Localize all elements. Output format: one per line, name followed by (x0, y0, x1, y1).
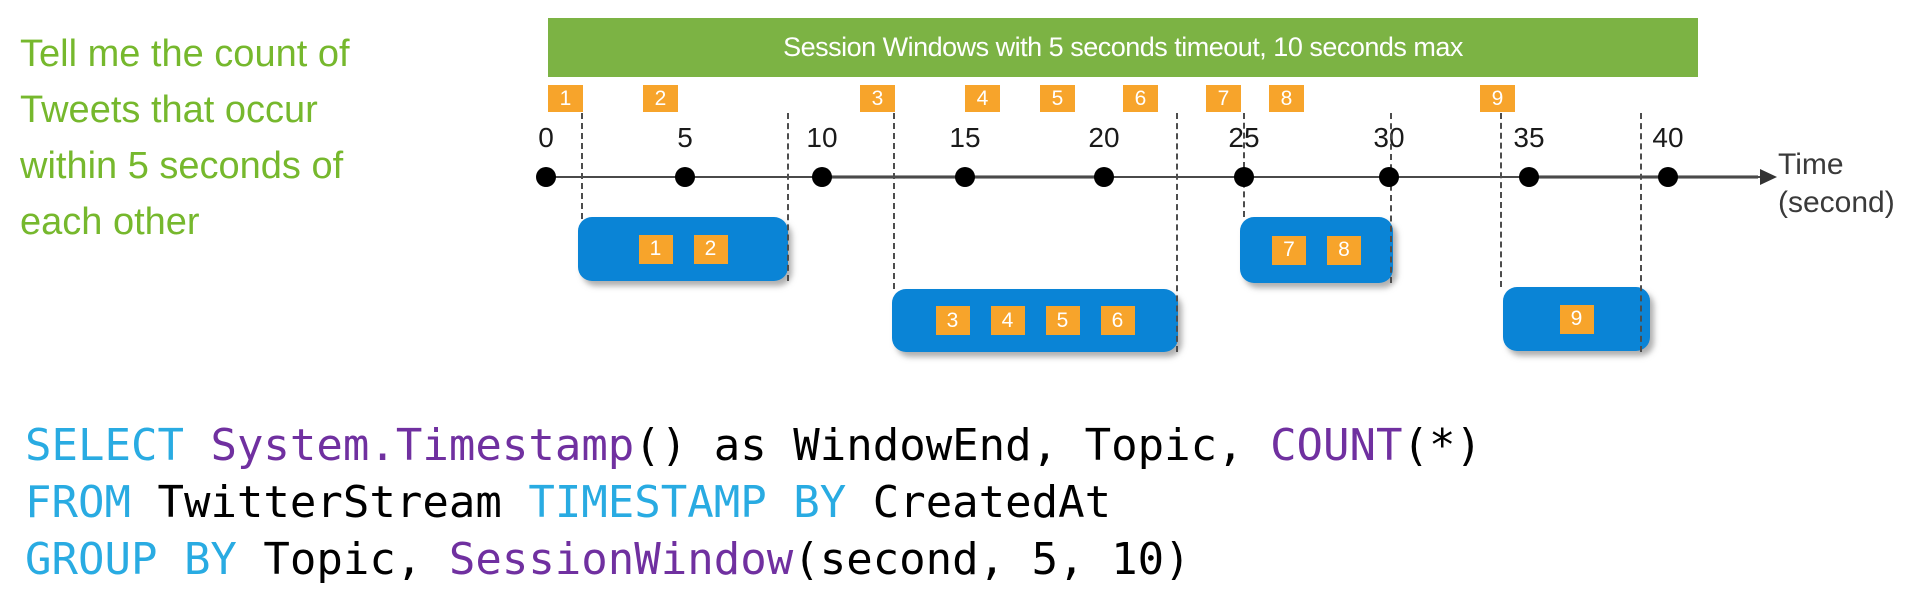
session-window-boundary (1176, 113, 1178, 352)
time-axis-label-line1: Time (1778, 148, 1844, 181)
event-marker: 9 (1480, 85, 1515, 112)
session-event-chip: 9 (1559, 304, 1594, 334)
tick-label: 30 (1373, 122, 1405, 153)
timeline-dot (1094, 167, 1114, 187)
code-token: (*) (1402, 420, 1482, 471)
code-token: SessionWindow (448, 534, 794, 585)
timeline-dot (675, 167, 695, 187)
event-marker: 8 (1269, 85, 1304, 112)
event-marker: 3 (860, 85, 895, 112)
session-window-boundary (581, 113, 583, 219)
banner-label: Session Windows with 5 seconds timeout, … (783, 32, 1463, 62)
event-marker: 7 (1206, 85, 1241, 112)
tick-label: 35 (1513, 122, 1545, 153)
timeline-dot (955, 167, 975, 187)
sql-code: SELECT System.Timestamp() as WindowEnd, … (25, 417, 1482, 588)
event-marker: 6 (1123, 85, 1158, 112)
session-window-banner: Session Windows with 5 seconds timeout, … (548, 18, 1698, 77)
code-token: TIMESTAMP BY (528, 477, 847, 528)
session-window-boundary (787, 113, 789, 281)
code-token: GROUP BY (25, 534, 237, 585)
session-window-boundary (1640, 113, 1642, 352)
time-axis (538, 176, 1762, 178)
session-event-chip: 7 (1272, 235, 1306, 265)
event-marker: 4 (965, 85, 1000, 112)
code-token: COUNT (1270, 420, 1403, 471)
timeline-dot (812, 167, 832, 187)
axis-arrow-icon (1760, 169, 1777, 185)
session-event-chip: 8 (1327, 235, 1361, 265)
timeline-dot (1658, 167, 1678, 187)
code-token: FROM (25, 477, 131, 528)
session-event-chip: 2 (693, 234, 728, 264)
tick-label: 10 (806, 122, 838, 153)
session-window: 9 (1503, 287, 1650, 351)
tick-label: 40 (1652, 122, 1684, 153)
timeline-dot (536, 167, 556, 187)
session-window-boundary (1243, 113, 1245, 217)
request-text-line: each other (20, 201, 200, 243)
code-line: FROM TwitterStream TIMESTAMP BY CreatedA… (25, 474, 1482, 531)
code-token: TwitterStream (130, 477, 529, 528)
time-axis-label: Time (second) (1778, 146, 1895, 222)
code-token: CreatedAt (846, 477, 1112, 528)
time-axis-label-line2: (second) (1778, 186, 1895, 219)
tick-label: 5 (677, 122, 693, 153)
request-text: Tell me the count of Tweets that occur wit… (20, 26, 490, 250)
tick-label: 0 (538, 122, 554, 153)
session-window-boundary (1390, 113, 1392, 283)
event-marker: 2 (643, 85, 678, 112)
code-token: () as WindowEnd, Topic, (634, 420, 1271, 471)
code-token (184, 420, 211, 471)
session-event-chip: 6 (1100, 306, 1135, 335)
session-event-chip: 3 (935, 306, 970, 335)
code-token: SELECT (25, 420, 184, 471)
timeline-dot (1519, 167, 1539, 187)
session-window-boundary (893, 113, 895, 289)
request-text-line: Tell me the count of (20, 33, 350, 75)
session-window-boundary (1500, 113, 1502, 287)
code-token: Topic, (236, 534, 449, 585)
code-token: (second, 5, 10) (793, 534, 1191, 585)
code-token: System.Timestamp (210, 420, 635, 471)
session-event-chip: 1 (638, 234, 673, 264)
session-event-chip: 4 (990, 306, 1025, 335)
tick-label: 15 (949, 122, 981, 153)
code-line: GROUP BY Topic, SessionWindow(second, 5,… (25, 531, 1482, 588)
request-text-line: Tweets that occur (20, 89, 318, 131)
session-event-chip: 5 (1045, 306, 1080, 335)
event-marker: 5 (1040, 85, 1075, 112)
timeline-dot (1379, 167, 1399, 187)
tick-label: 20 (1088, 122, 1120, 153)
request-text-line: within 5 seconds of (20, 145, 344, 187)
event-marker: 1 (548, 85, 583, 112)
timeline-dot (1234, 167, 1254, 187)
code-line: SELECT System.Timestamp() as WindowEnd, … (25, 417, 1482, 474)
